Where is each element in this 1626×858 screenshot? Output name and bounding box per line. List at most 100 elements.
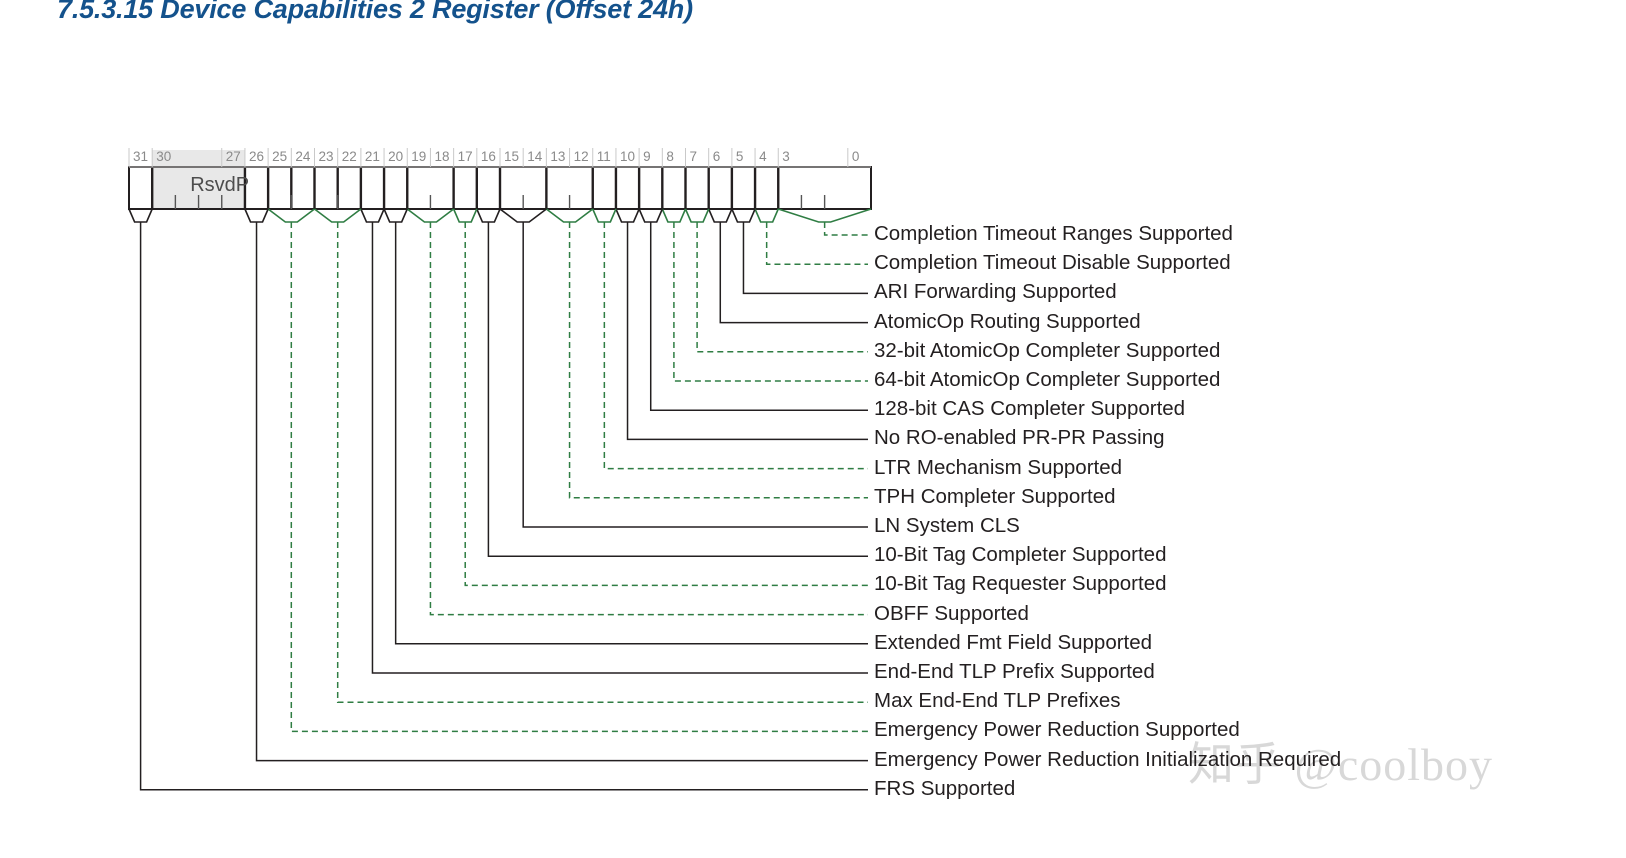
bit-number-0: 0 bbox=[851, 149, 860, 164]
callout-elbow bbox=[394, 222, 868, 645]
callout-funnel bbox=[661, 208, 687, 223]
callout-elbow bbox=[603, 222, 868, 470]
callout-label: LTR Mechanism Supported bbox=[874, 455, 1123, 479]
bit-number-14: 14 bbox=[527, 149, 543, 164]
callout-elbow bbox=[673, 222, 868, 382]
callout-elbow bbox=[255, 222, 868, 762]
callout-funnel bbox=[615, 208, 640, 223]
callout-funnel bbox=[244, 208, 269, 223]
callout-funnel bbox=[754, 208, 779, 223]
callout-elbow bbox=[719, 222, 868, 324]
callout-label: End-End TLP Prefix Supported bbox=[874, 660, 1155, 683]
callout-funnel bbox=[267, 208, 315, 223]
callout-leader bbox=[452, 208, 868, 587]
bit-number-8: 8 bbox=[666, 149, 674, 164]
callout-leader bbox=[731, 208, 868, 295]
callout-leader bbox=[684, 208, 868, 353]
bit-number-9: 9 bbox=[643, 149, 651, 164]
callout-funnel bbox=[452, 208, 478, 223]
callout-elbow bbox=[522, 222, 868, 528]
bit-number-30: 30 bbox=[156, 149, 172, 164]
callout-funnel bbox=[545, 208, 594, 223]
bit-number-26: 26 bbox=[248, 149, 264, 164]
callout-funnel bbox=[592, 208, 617, 223]
callout-funnel bbox=[731, 208, 756, 223]
callout-elbow bbox=[765, 222, 868, 265]
bit-number-12: 12 bbox=[573, 149, 589, 164]
callout-label: 32-bit AtomicOp Completer Supported bbox=[874, 338, 1221, 362]
callout-label: TPH Completer Supported bbox=[874, 484, 1116, 508]
callout-elbow bbox=[649, 222, 868, 411]
bit-number-19: 19 bbox=[411, 149, 427, 164]
bit-number-3: 3 bbox=[782, 149, 790, 164]
callout-label: LN System CLS bbox=[874, 514, 1020, 537]
callout-label: Max End-End TLP Prefixes bbox=[874, 689, 1121, 713]
callout-funnel bbox=[360, 208, 385, 223]
callout-label: FRS Supported bbox=[874, 776, 1016, 800]
callout-label: No RO-enabled PR-PR Passing bbox=[874, 426, 1165, 450]
bit-number-15: 15 bbox=[504, 149, 520, 164]
callout-leader bbox=[244, 208, 868, 762]
callout-elbow bbox=[290, 222, 868, 733]
callout-leader bbox=[383, 208, 868, 645]
callout-leader bbox=[128, 208, 868, 791]
callout-elbow bbox=[487, 222, 868, 557]
bit-number-23: 23 bbox=[318, 149, 334, 164]
callout-leader bbox=[754, 208, 868, 265]
callout-leader bbox=[267, 208, 868, 733]
bit-number-4: 4 bbox=[759, 149, 767, 164]
callout-label: Extended Fmt Field Supported bbox=[874, 630, 1153, 654]
bit-number-5: 5 bbox=[735, 149, 744, 164]
callout-leader bbox=[615, 208, 868, 441]
callout-elbow bbox=[464, 222, 868, 587]
callout-elbow bbox=[696, 222, 868, 353]
callout-funnel bbox=[778, 208, 872, 223]
callout-funnel bbox=[406, 208, 455, 223]
bit-number-25: 25 bbox=[272, 149, 288, 164]
callout-elbow bbox=[139, 222, 868, 791]
callout-leader bbox=[638, 208, 868, 411]
callout-elbow bbox=[823, 222, 868, 236]
bit-number-24: 24 bbox=[295, 149, 311, 164]
callout-elbow bbox=[429, 222, 868, 616]
callout-label: OBFF Supported bbox=[874, 601, 1029, 625]
callout-leader bbox=[778, 208, 872, 236]
callout-leader bbox=[314, 208, 868, 703]
callout-elbow bbox=[742, 222, 868, 295]
callout-funnel bbox=[638, 208, 664, 223]
callout-funnel bbox=[684, 208, 710, 223]
callout-label: Completion Timeout Disable Supported bbox=[874, 251, 1231, 275]
callout-label: 128-bit CAS Completer Supported bbox=[874, 397, 1186, 421]
callout-label: 10-Bit Tag Completer Supported bbox=[874, 543, 1167, 567]
callout-funnel bbox=[707, 208, 733, 223]
callout-leader bbox=[661, 208, 868, 382]
callout-elbow bbox=[626, 222, 868, 441]
callout-funnel bbox=[499, 208, 547, 223]
callout-leader bbox=[592, 208, 868, 470]
bit-number-6: 6 bbox=[712, 149, 721, 164]
callout-label: ARI Forwarding Supported bbox=[874, 280, 1117, 304]
callout-funnel bbox=[314, 208, 362, 223]
bit-number-11: 11 bbox=[596, 149, 611, 164]
callout-elbow bbox=[371, 222, 868, 674]
callout-label: Completion Timeout Ranges Supported bbox=[874, 222, 1233, 245]
callout-leader bbox=[476, 208, 868, 557]
callout-funnel bbox=[128, 208, 153, 223]
bit-number-20: 20 bbox=[388, 149, 404, 164]
bit-number-13: 13 bbox=[550, 149, 566, 164]
bit-number-22: 22 bbox=[341, 149, 357, 164]
callout-label: Emergency Power Reduction Supported bbox=[874, 718, 1240, 742]
callout-elbow bbox=[336, 222, 868, 703]
callout-label: Emergency Power Reduction Initialization… bbox=[874, 747, 1342, 771]
callout-elbow bbox=[568, 222, 868, 499]
callout-label: 64-bit AtomicOp Completer Supported bbox=[874, 368, 1221, 391]
page-title: 7.5.3.15 Device Capabilities 2 Register … bbox=[57, 0, 693, 24]
callout-leader bbox=[499, 208, 868, 528]
callout-leader bbox=[406, 208, 868, 616]
bit-number-18: 18 bbox=[434, 149, 450, 164]
callout-funnel bbox=[383, 208, 408, 223]
callout-label: 10-Bit Tag Requester Supported bbox=[874, 572, 1167, 596]
callout-leader bbox=[545, 208, 868, 499]
bit-number-27: 27 bbox=[225, 149, 241, 164]
